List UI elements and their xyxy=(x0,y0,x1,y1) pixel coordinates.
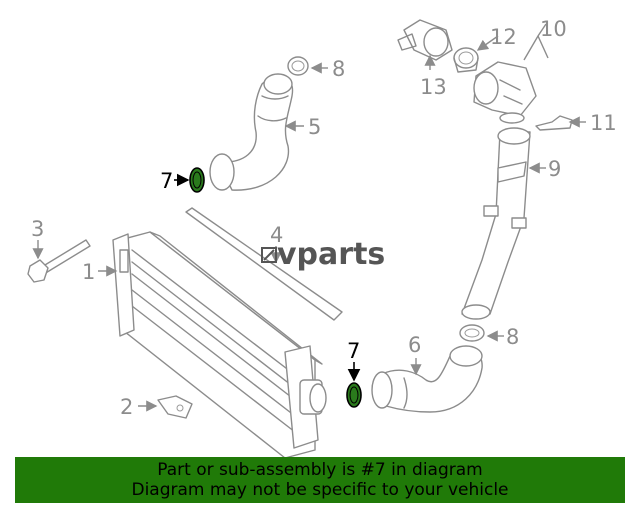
throttle-housing-part xyxy=(473,61,537,124)
notice-banner: Part or sub-assembly is #7 in diagram Di… xyxy=(15,457,625,503)
callout-10: 10 xyxy=(540,17,567,41)
callout-5: 5 xyxy=(308,115,321,139)
callout-8-upper: 8 xyxy=(332,57,345,81)
callout-7-lower: 7 xyxy=(347,339,360,363)
callout-1: 1 xyxy=(82,260,95,284)
small-bracket-part xyxy=(535,115,573,131)
callout-11: 11 xyxy=(590,111,617,135)
upper-hose-part xyxy=(209,73,294,191)
o-ring-8-lower xyxy=(459,324,485,342)
bolt-part xyxy=(27,239,91,283)
seal-strip-part xyxy=(185,207,343,321)
lower-hose-part xyxy=(371,345,483,413)
callout-6: 6 xyxy=(408,333,421,357)
callout-9: 9 xyxy=(548,157,561,181)
notice-line-2: Diagram may not be specific to your vehi… xyxy=(131,480,509,500)
callout-4: 4 xyxy=(270,223,283,247)
clamp-part xyxy=(453,47,479,73)
callout-13: 13 xyxy=(420,75,447,99)
callout-2: 2 xyxy=(120,395,133,419)
notice-line-1: Part or sub-assembly is #7 in diagram xyxy=(157,460,483,480)
callout-8-lower: 8 xyxy=(506,325,519,349)
callout-7-upper: 7 xyxy=(160,169,173,193)
callout-12: 12 xyxy=(490,25,517,49)
charge-pipe-part xyxy=(461,127,531,320)
vparts-logo: vparts xyxy=(261,237,385,272)
seal-7-upper xyxy=(189,167,205,193)
inlet-duct-part xyxy=(397,19,453,61)
seal-7-lower xyxy=(346,382,362,408)
bracket-part xyxy=(157,395,193,419)
intercooler-part xyxy=(112,231,327,459)
callout-3: 3 xyxy=(31,217,44,241)
watermark-text: vparts xyxy=(277,237,385,272)
o-ring-8-upper xyxy=(287,56,309,76)
